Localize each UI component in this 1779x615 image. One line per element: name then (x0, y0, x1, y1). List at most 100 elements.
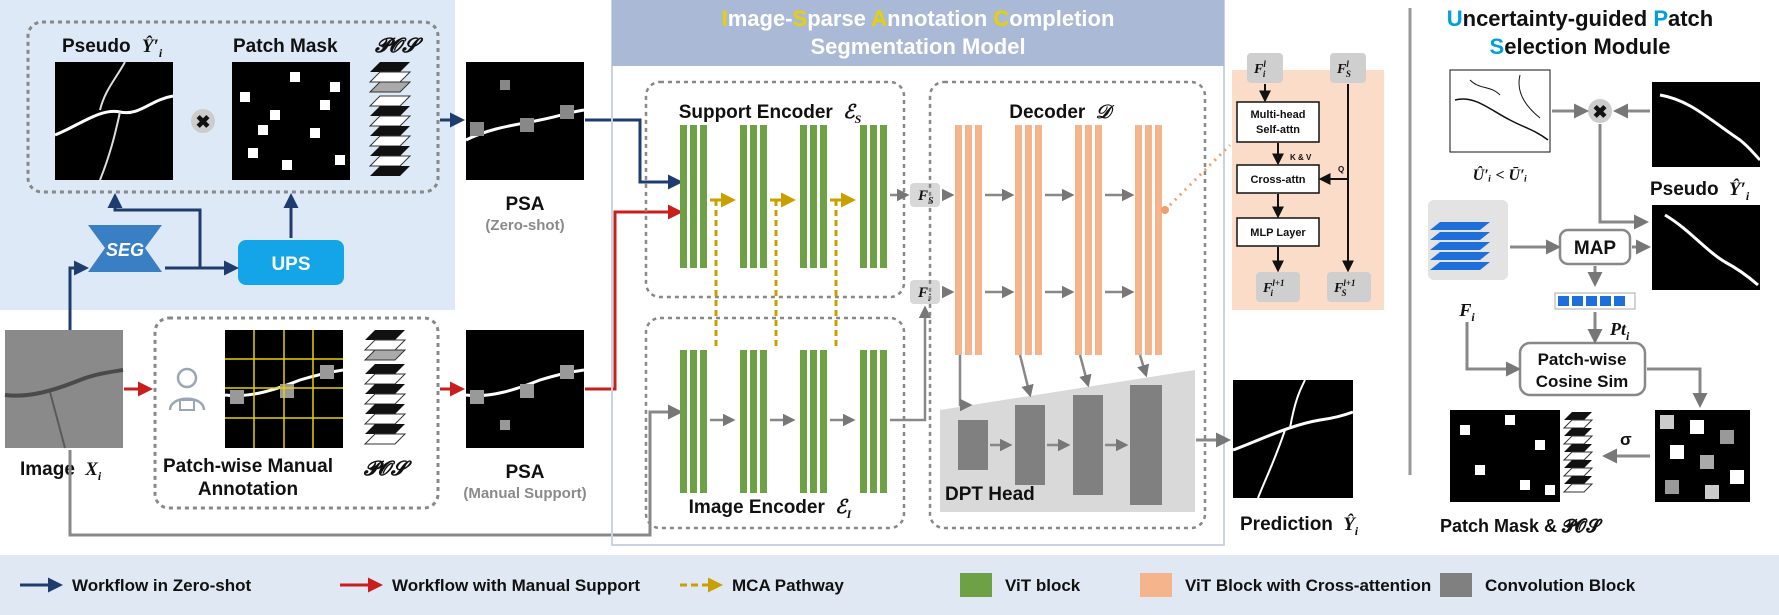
fi-right-label: Fi (1458, 300, 1475, 324)
psa-zero-image (465, 62, 585, 180)
pos-stack-bottom (363, 330, 407, 445)
legend-item: ViT block (960, 573, 1081, 597)
map-label: MAP (1574, 238, 1617, 259)
legend-swatch (1440, 573, 1472, 597)
psa-zero-sub: (Zero-shot) (485, 217, 564, 234)
pseudo-group-box (26, 20, 440, 194)
model-frame (611, 0, 1225, 546)
prediction-image (1232, 379, 1354, 499)
input-image-label: Image Xi (20, 459, 102, 483)
pseudo-top-label: Pseudo Ŷ′i (62, 35, 163, 60)
legend-item: Convolution Block (1440, 573, 1636, 597)
svg-text:Patch-wise: Patch-wise (1538, 350, 1627, 369)
right-title-line1: Uncertainty-guided Patch (1447, 6, 1714, 31)
right-multiply-icon (1588, 99, 1612, 123)
uncertainty-condition: Û′ᵢ < Ū′ᵢ (1473, 165, 1528, 184)
psa-manual-title: PSA (505, 462, 544, 483)
pseudo-right-image (1652, 82, 1762, 167)
legend-swatch (1140, 573, 1172, 597)
svg-text:Cosine Sim: Cosine Sim (1536, 372, 1629, 391)
legend-swatch (960, 573, 992, 597)
svg-text:✖: ✖ (195, 112, 210, 132)
decoder-label: Decoder 𝒟 (1009, 102, 1114, 123)
fi-right-stack (1430, 222, 1490, 270)
doctor-icon (168, 367, 206, 411)
fs-l-tag (1330, 53, 1366, 83)
legend-label: Convolution Block (1485, 576, 1636, 595)
psa-manual-image (465, 330, 585, 448)
legend-item: Workflow with Manual Support (340, 576, 640, 595)
image-encoder-box (644, 316, 906, 530)
final-mask-image (1450, 410, 1560, 502)
svg-text:FlS: FlS (1336, 59, 1351, 79)
kv-label: K & V (1290, 153, 1312, 162)
legend-label: ViT Block with Cross-attention (1185, 576, 1431, 595)
ups-label: UPS (271, 254, 310, 275)
svg-text:Fl+1S: Fl+1S (1333, 278, 1355, 298)
model-title-band (612, 0, 1224, 66)
q-label: Q (1338, 165, 1344, 174)
decoder-vit-ca-blocks (955, 125, 1162, 355)
multiply-icon (191, 109, 215, 133)
dpt-conv-blocks (958, 385, 1162, 505)
pos-stack-top (368, 62, 412, 176)
manual-label-line2: Annotation (198, 479, 298, 500)
image-encoder-label: Image Encoder ℰI (689, 497, 853, 521)
cross-attn-box (1236, 164, 1320, 194)
mhsa-box (1236, 101, 1320, 143)
svg-text:Cross-attn: Cross-attn (1250, 174, 1305, 186)
dpt-head-label: DPT Head (945, 484, 1035, 505)
mlp-box (1236, 217, 1320, 247)
pos-bottom-label: 𝓟𝓞𝓢 (364, 458, 413, 480)
model-title-line1: Image-Sparse Annotation Completion (722, 6, 1115, 31)
decoder-box (928, 80, 1207, 530)
psa-zero-title: PSA (505, 194, 544, 215)
svg-text:Multi-head: Multi-head (1251, 109, 1306, 121)
legend: Workflow in Zero-shot Workflow with Manua… (20, 573, 1636, 597)
svg-text:MLP Layer: MLP Layer (1250, 227, 1306, 239)
legend-label: Workflow with Manual Support (392, 576, 640, 595)
right-title-line2: Selection Module (1490, 34, 1671, 59)
cosine-map-image (1655, 410, 1750, 502)
fs-l1-tag (1327, 272, 1371, 302)
legend-bar (0, 555, 1779, 615)
fi-l1-tag (1256, 272, 1300, 302)
patch-mask-pos-label: Patch Mask & 𝓟𝓞𝓢 (1440, 516, 1603, 536)
legend-label: MCA Pathway (732, 576, 844, 595)
image-vit-blocks (680, 350, 887, 493)
patch-mask-top-label: Patch Mask (233, 36, 338, 57)
patch-mask-image (232, 62, 350, 180)
svg-text:SEG: SEG (106, 240, 144, 260)
seg-network: SEG (88, 225, 162, 272)
pos-top-label: 𝓟𝓞𝓢 (375, 35, 424, 57)
masked-feature-image (1652, 205, 1760, 290)
legend-label: ViT block (1005, 576, 1081, 595)
model-title-line2: Segmentation Model (810, 34, 1025, 59)
mca-pathway (710, 192, 856, 350)
manual-annotation-image (224, 330, 344, 448)
svg-text:Self-attn: Self-attn (1256, 124, 1300, 136)
legend-item: Workflow in Zero-shot (20, 576, 251, 595)
fi-l-tag (1247, 53, 1283, 83)
pseudo-right-label: Pseudo Ŷ′i (1650, 178, 1750, 203)
uncertainty-image (1449, 69, 1551, 153)
legend-item: MCA Pathway (680, 576, 844, 595)
manual-label-line1: Patch-wise Manual (163, 456, 333, 477)
input-image (4, 330, 124, 449)
ups-box (238, 240, 344, 285)
prediction-label: Prediction Ŷi (1240, 513, 1359, 538)
manual-group-box (153, 316, 440, 510)
final-pos-stack (1562, 412, 1594, 493)
svg-text:Fli: Fli (1253, 59, 1266, 79)
psa-manual-sub: (Manual Support) (463, 485, 586, 502)
pseudo-label-image (54, 61, 174, 181)
sigma-label: σ (1620, 430, 1632, 449)
support-encoder-label: Support Encoder ℰS (679, 102, 862, 126)
support-vit-blocks (680, 125, 887, 268)
svg-text:Fl+1i: Fl+1i (1262, 278, 1284, 298)
fi-tag (910, 280, 940, 304)
legend-label: Workflow in Zero-shot (72, 576, 251, 595)
fs-tag (910, 183, 940, 207)
svg-text:✖: ✖ (1592, 102, 1607, 122)
